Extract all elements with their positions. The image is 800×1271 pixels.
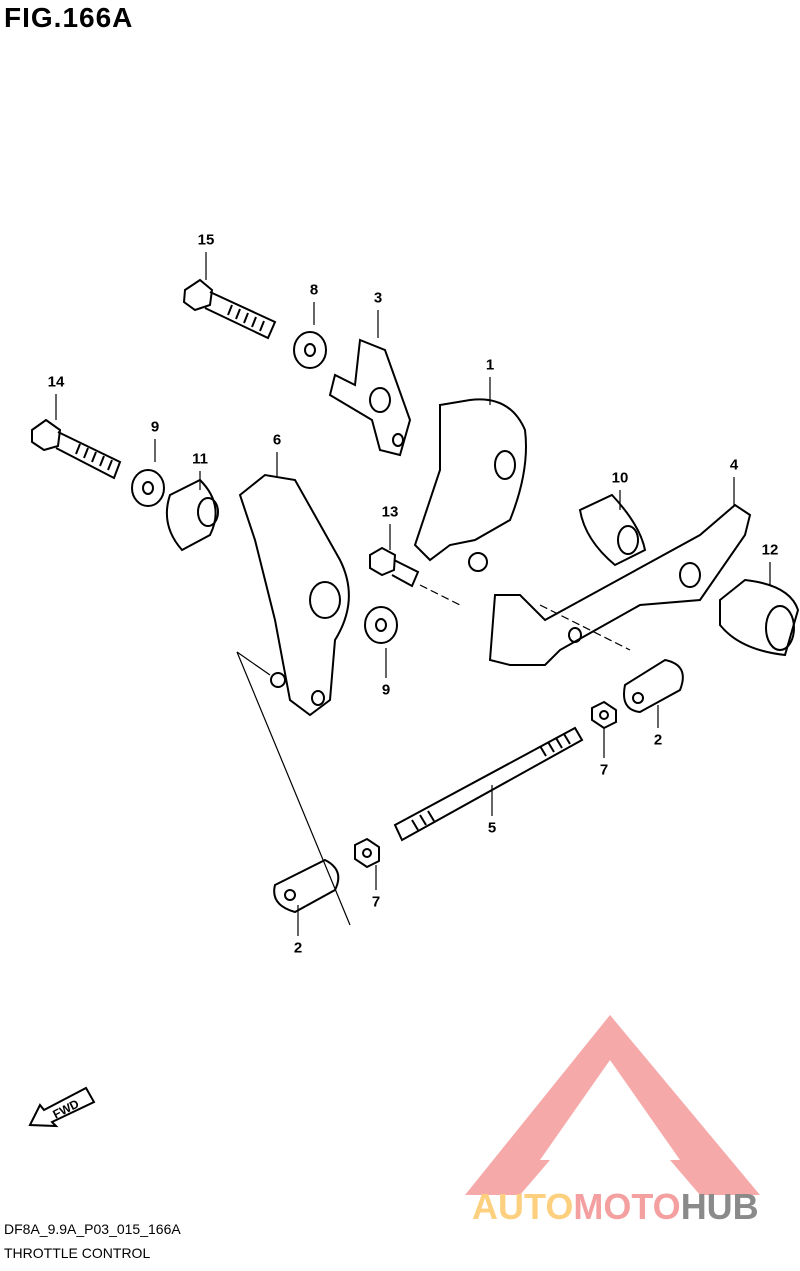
callout-1: 1	[485, 356, 495, 374]
diagram-caption: THROTTLE CONTROL	[4, 1245, 151, 1261]
callout-14: 14	[47, 373, 65, 391]
callout-2: 2	[653, 731, 663, 749]
nut-7	[591, 700, 617, 730]
lever-1	[413, 398, 527, 562]
bolt-14	[31, 418, 122, 480]
callout-7: 7	[599, 761, 609, 779]
washer-9	[131, 469, 165, 507]
watermark-moto: MOTO	[573, 1186, 681, 1227]
watermark-logo-icon	[465, 1015, 760, 1195]
callout-12: 12	[761, 541, 779, 559]
callout-11: 11	[192, 450, 208, 468]
collar-10	[578, 493, 647, 567]
bolt-13	[369, 546, 420, 588]
watermark-hub: HUB	[680, 1186, 759, 1227]
collar-11	[166, 478, 219, 552]
callout-4: 4	[729, 456, 739, 474]
washer-8	[293, 331, 327, 369]
callout-2b: 2	[293, 939, 303, 957]
collar-12	[719, 578, 800, 657]
callout-8: 8	[309, 281, 319, 299]
callout-6: 6	[272, 431, 282, 449]
callout-5: 5	[487, 819, 497, 837]
watermark-text: AUTOMOTOHUB	[472, 1186, 759, 1228]
rod-5	[393, 726, 584, 842]
callout-7b: 7	[371, 893, 381, 911]
arm-6	[238, 473, 350, 717]
callout-13: 13	[381, 503, 399, 521]
diagram-code: DF8A_9.9A_P03_015_166A	[4, 1221, 181, 1237]
ball-joint-2b	[273, 858, 340, 914]
watermark-auto: AUTO	[472, 1186, 574, 1227]
bolt-15	[182, 278, 277, 340]
washer-9b	[364, 606, 398, 644]
bracket-3	[328, 338, 412, 457]
nut-7b	[354, 837, 380, 869]
lever-4	[488, 503, 752, 666]
fwd-arrow-icon: FWD	[28, 1080, 98, 1135]
callout-15: 15	[197, 231, 215, 249]
callout-10: 10	[611, 469, 629, 487]
callout-9b: 9	[381, 681, 391, 699]
callout-9: 9	[150, 418, 160, 436]
callout-3: 3	[373, 289, 383, 307]
figure-title: FIG.166A	[4, 2, 134, 33]
ball-joint-2	[623, 658, 684, 714]
